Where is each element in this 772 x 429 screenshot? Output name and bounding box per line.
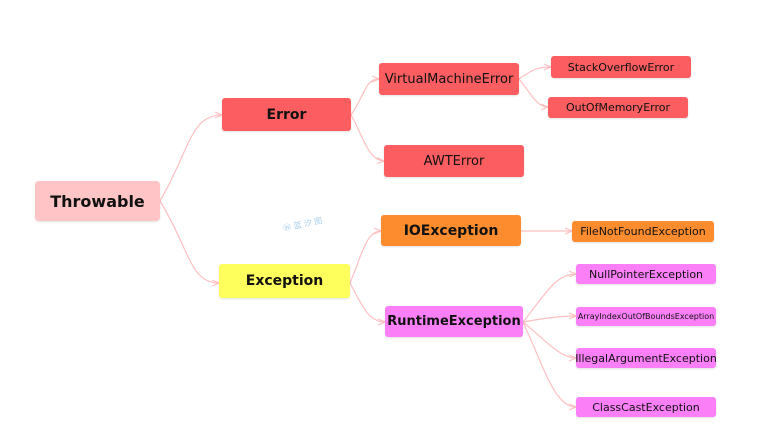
node-runtime-exception[interactable]: RuntimeException — [385, 306, 523, 337]
node-error[interactable]: Error — [222, 98, 351, 131]
node-stack-overflow-error[interactable]: StackOverflowError — [551, 56, 691, 78]
node-null-pointer-exception[interactable]: NullPointerException — [576, 264, 716, 284]
node-exception[interactable]: Exception — [219, 264, 350, 298]
node-virtual-machine-error[interactable]: VirtualMachineError — [379, 63, 519, 95]
node-io-exception[interactable]: IOException — [381, 215, 521, 246]
node-awt-error[interactable]: AWTError — [384, 145, 524, 177]
node-throwable[interactable]: Throwable — [35, 181, 160, 221]
edge-runtime-aioobe — [522, 316, 576, 323]
edge-throwable-exception — [159, 200, 219, 283]
edge-runtime-cce — [522, 321, 576, 407]
node-class-cast-exception[interactable]: ClassCastException — [576, 397, 716, 417]
edge-runtime-npe — [522, 274, 576, 323]
edge-runtime-iae — [522, 321, 576, 358]
node-array-index-out-of-bounds-exception[interactable]: ArrayIndexOutOfBoundsException — [576, 307, 716, 326]
node-out-of-memory-error[interactable]: OutOfMemoryError — [548, 97, 688, 118]
node-illegal-argument-exception[interactable]: IllegalArgumentException — [575, 348, 717, 368]
edge-vme-soe — [518, 67, 551, 80]
edge-error-vme — [350, 79, 379, 116]
edge-exception-io — [349, 231, 381, 284]
node-file-not-found-exception[interactable]: FileNotFoundException — [572, 221, 714, 242]
edge-exception-runtime — [349, 282, 385, 322]
edge-throwable-error — [159, 115, 222, 202]
edge-error-awt — [350, 114, 384, 161]
edge-vme-oome — [518, 78, 548, 107]
